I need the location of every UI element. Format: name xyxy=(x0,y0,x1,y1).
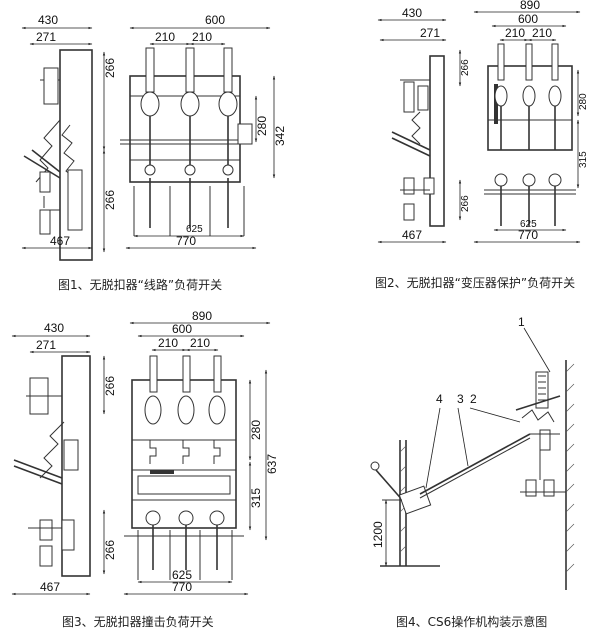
dim-266-top: 266 xyxy=(103,58,117,78)
dim-1200: 1200 xyxy=(371,521,385,548)
dim-210-left: 210 xyxy=(155,30,175,44)
dim-625: 625 xyxy=(172,568,192,582)
dim-890: 890 xyxy=(520,0,540,12)
label-1: 1 xyxy=(518,315,525,329)
dim-271: 271 xyxy=(420,26,440,40)
dim-467: 467 xyxy=(402,228,422,242)
dim-266-bottom: 266 xyxy=(103,190,117,210)
dim-280: 280 xyxy=(255,116,269,136)
dim-280: 280 xyxy=(249,420,263,440)
label-4: 4 xyxy=(436,392,443,406)
figure-1: 430 271 600 210 210 266 266 xyxy=(21,13,287,292)
dim-600: 600 xyxy=(172,322,192,336)
dim-625: 625 xyxy=(186,224,203,235)
pole-group xyxy=(137,355,233,580)
dim-770: 770 xyxy=(172,580,192,594)
figure-2: 430 271 890 600 210 210 266 266 xyxy=(375,0,589,290)
dim-770: 770 xyxy=(176,234,196,248)
dim-637: 637 xyxy=(265,454,279,474)
dim-315: 315 xyxy=(249,488,263,508)
dim-210-right: 210 xyxy=(192,30,212,44)
dim-266-bottom: 266 xyxy=(103,540,117,560)
dim-430: 430 xyxy=(44,321,64,335)
dim-600: 600 xyxy=(518,12,538,26)
dim-266-top: 266 xyxy=(103,376,117,396)
dim-280: 280 xyxy=(578,93,589,110)
dim-890: 890 xyxy=(192,309,212,323)
dim-467: 467 xyxy=(50,234,70,248)
dim-210-right: 210 xyxy=(190,336,210,350)
figure-3-caption: 图3、无脱扣器撞击负荷开关 xyxy=(62,614,214,629)
dim-210-right: 210 xyxy=(532,26,552,40)
dim-315: 315 xyxy=(578,151,589,168)
dim-271: 271 xyxy=(36,30,56,44)
dim-266-bottom: 266 xyxy=(460,195,471,212)
pole-group xyxy=(133,47,245,236)
dim-625: 625 xyxy=(520,219,537,230)
figure-1-caption: 图1、无脱扣器“线路”负荷开关 xyxy=(58,277,222,292)
dim-430: 430 xyxy=(38,13,58,27)
pole-group xyxy=(494,43,562,226)
dim-210-left: 210 xyxy=(158,336,178,350)
dim-266-top: 266 xyxy=(460,59,471,76)
figure-4-caption: 图4、CS6操作机构装示意图 xyxy=(396,614,547,629)
dim-342: 342 xyxy=(273,126,287,146)
dim-430: 430 xyxy=(402,6,422,20)
dim-467: 467 xyxy=(40,580,60,594)
dim-770: 770 xyxy=(518,228,538,242)
figure-4: 1 2 3 4 1200 图4、CS6操作机构装示意图 xyxy=(370,315,575,629)
dim-210-left: 210 xyxy=(505,26,525,40)
dim-600: 600 xyxy=(205,13,225,27)
label-3: 3 xyxy=(457,392,464,406)
label-2: 2 xyxy=(470,392,477,406)
dim-271: 271 xyxy=(36,338,56,352)
figure-3: 430 271 890 600 210 210 266 266 xyxy=(11,309,279,629)
figure-2-caption: 图2、无脱扣器“变压器保护”负荷开关 xyxy=(375,275,575,290)
